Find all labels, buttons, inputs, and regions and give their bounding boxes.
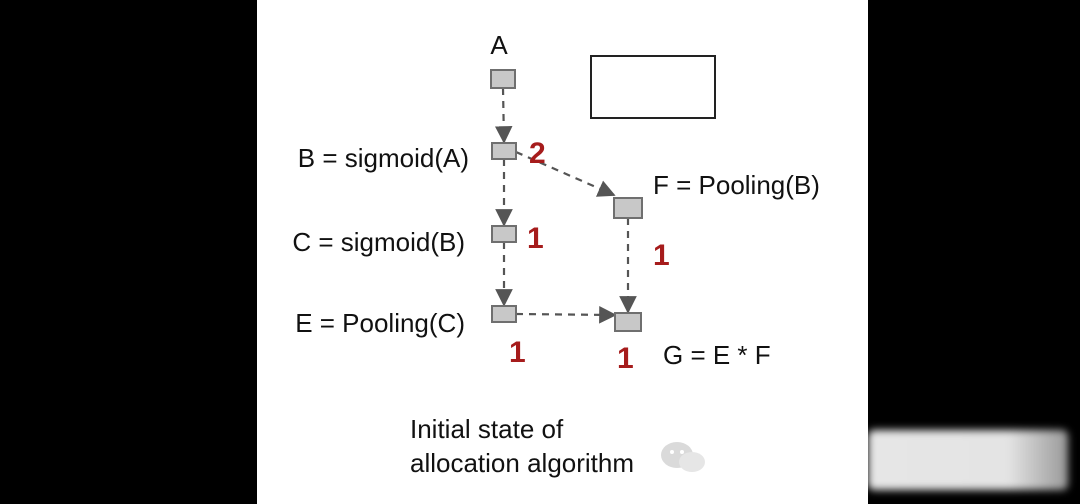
node-g-count: 1	[617, 342, 634, 375]
node-f-label: F = Pooling(B)	[653, 170, 820, 200]
node-c	[491, 225, 517, 243]
caption-line-1: Initial state of	[410, 414, 564, 444]
node-f	[613, 197, 643, 219]
node-b	[491, 142, 517, 160]
edge-b-to-f	[515, 150, 616, 197]
node-e-label: E = Pooling(C)	[295, 308, 465, 338]
node-b-count: 2	[529, 137, 546, 170]
empty-legend-box	[590, 55, 716, 119]
caption-line-2: allocation algorithm	[410, 448, 634, 478]
node-a-label: A	[490, 30, 508, 60]
node-c-label: C = sigmoid(B)	[292, 227, 465, 257]
diagram-panel: A B = sigmoid(A) C = sigmoid(B) E = Pool…	[257, 0, 868, 504]
node-g-label: G = E * F	[663, 340, 771, 370]
edge-a-to-b	[494, 87, 513, 144]
watermark-text-blur	[868, 430, 1068, 490]
watermark-icon	[661, 442, 705, 472]
memory-allocation-diagram: A B = sigmoid(A) C = sigmoid(B) E = Pool…	[292, 30, 820, 478]
node-f-count: 1	[653, 239, 670, 272]
edge-e-to-g	[515, 306, 617, 324]
node-b-label: B = sigmoid(A)	[298, 143, 469, 173]
node-g	[614, 312, 642, 332]
node-e-count: 1	[509, 336, 526, 369]
edges	[494, 87, 637, 324]
node-e	[491, 305, 517, 323]
node-c-count: 1	[527, 222, 544, 255]
node-a	[490, 69, 516, 89]
